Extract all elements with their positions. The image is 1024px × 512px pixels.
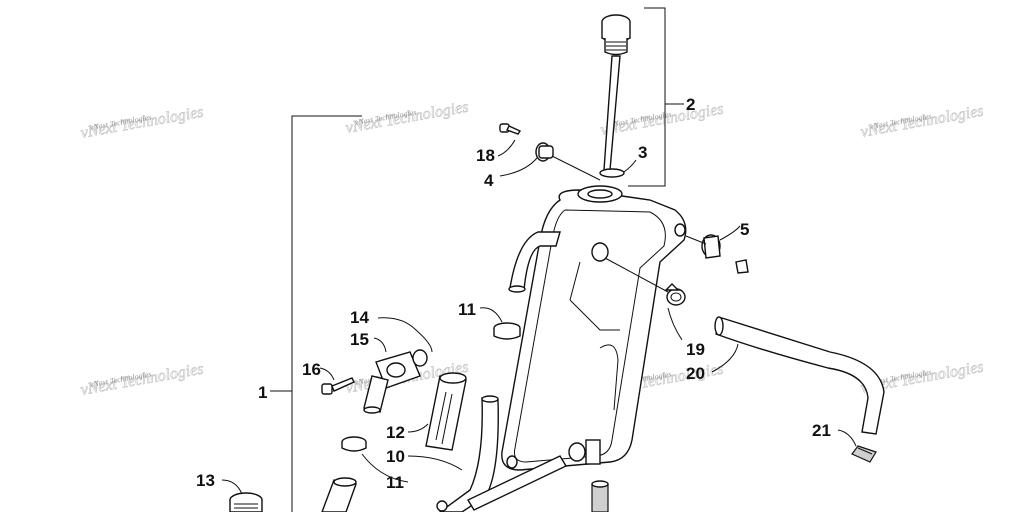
assembly-bracket-1 — [270, 115, 362, 512]
clamp-11-upper — [493, 322, 521, 340]
callout-19: 19 — [686, 340, 705, 359]
fitting-13 — [229, 492, 263, 512]
callout-1: 1 — [258, 383, 267, 402]
hose-lower-left — [321, 477, 357, 512]
callout-10: 10 — [386, 447, 405, 466]
callout-18: 18 — [476, 146, 495, 165]
callout-20: 20 — [686, 364, 705, 383]
callout-21: 21 — [812, 421, 831, 440]
leader-11-lower — [361, 453, 409, 483]
hose-12 — [425, 372, 467, 451]
leader-5 — [719, 225, 741, 241]
dipstick-assembly — [601, 14, 631, 171]
leader-4-line — [551, 155, 601, 181]
clamp-11-bottom — [436, 500, 448, 512]
leader-4 — [499, 157, 538, 177]
callout-4: 4 — [484, 171, 494, 190]
isolator-5 — [701, 234, 749, 274]
leader-3 — [623, 159, 637, 173]
callout-14: 14 — [350, 308, 369, 327]
clamp-21 — [851, 445, 877, 463]
leader-19-line — [604, 257, 669, 293]
hose-10 — [438, 395, 567, 512]
leader-12 — [407, 423, 429, 433]
outlet-fitting-15 — [363, 351, 421, 414]
callout-3: 3 — [638, 143, 647, 162]
callout-labels: 1 2 3 4 5 10 11 11 12 13 14 15 16 18 19 … — [196, 95, 831, 492]
leader-15 — [373, 337, 387, 353]
leader-20 — [711, 343, 739, 373]
callout-5: 5 — [740, 220, 749, 239]
bolt-16 — [321, 377, 355, 395]
leader-5a — [685, 235, 707, 245]
gasket-14 — [412, 349, 428, 367]
leader-13 — [221, 479, 243, 495]
drain-tube — [591, 480, 609, 512]
callout-16: 16 — [302, 360, 321, 379]
leader-18 — [497, 139, 516, 157]
assembly-bracket-2 — [628, 7, 684, 187]
callout-11-upper: 11 — [458, 300, 476, 319]
oil-reservoir-tank — [501, 185, 687, 471]
hose-clamp-19 — [664, 283, 686, 306]
hose-20 — [714, 316, 885, 435]
o-ring-3 — [599, 168, 625, 178]
leader-19 — [667, 307, 683, 341]
bolt-18 — [499, 123, 522, 135]
leader-10 — [407, 455, 463, 471]
leader-11-upper — [479, 307, 503, 323]
callout-12: 12 — [386, 423, 405, 442]
callout-13: 13 — [196, 471, 215, 490]
grommet-4 — [535, 142, 554, 162]
callout-15: 15 — [350, 330, 369, 349]
clamp-11-lower — [341, 436, 367, 452]
callout-2: 2 — [686, 95, 695, 114]
callout-11-lower: 11 — [386, 473, 404, 492]
leader-16 — [319, 367, 335, 381]
leader-14 — [377, 317, 433, 353]
leader-21 — [837, 429, 857, 447]
